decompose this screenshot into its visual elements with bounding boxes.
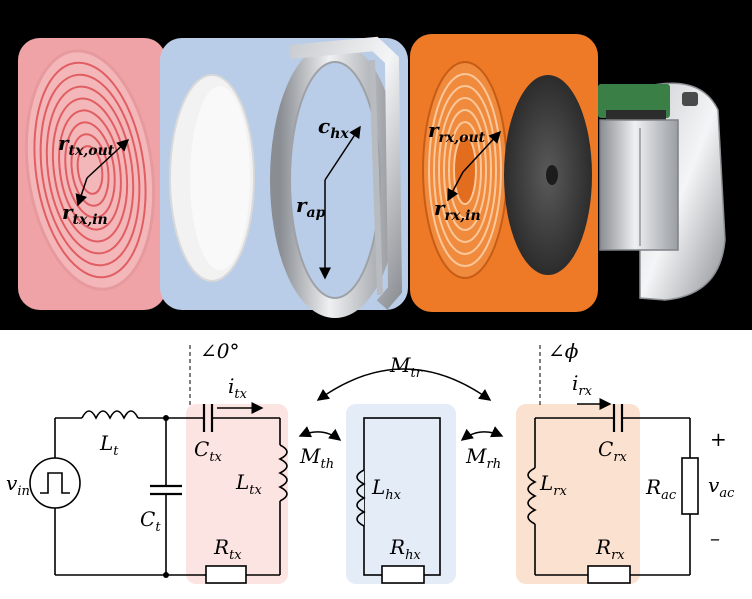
mth-arrow bbox=[298, 426, 342, 441]
r-tx-out-arrow bbox=[86, 138, 130, 179]
r-rx-in-label: rrx,in bbox=[434, 196, 481, 224]
c-hx-label: chx bbox=[318, 114, 349, 142]
hx-panel: chx rap bbox=[160, 36, 408, 318]
irx-label: irx bbox=[572, 371, 593, 399]
device-image bbox=[598, 82, 726, 301]
tx-panel: rtx,out rtx,in bbox=[18, 38, 166, 310]
resistor-rhx bbox=[381, 565, 425, 584]
inductor-lrx bbox=[527, 467, 537, 525]
vac-minus: – bbox=[710, 526, 720, 550]
r-tx-in-label: rtx,in bbox=[62, 200, 108, 228]
lt-label: Lt bbox=[99, 431, 119, 459]
itx-label: itx bbox=[228, 374, 248, 402]
mth-label: Mth bbox=[299, 444, 334, 472]
mtr-arrow bbox=[316, 368, 492, 401]
rrx-label: Rrx bbox=[595, 535, 625, 563]
tx-coil-image bbox=[24, 49, 156, 291]
lhx-label: Lhx bbox=[371, 475, 402, 503]
angle-zero-label: ∠0° bbox=[200, 339, 239, 363]
rx-panel: rrx,out rrx,in bbox=[410, 34, 598, 312]
voltage-source bbox=[29, 457, 81, 509]
rtx-label: Rtx bbox=[213, 535, 242, 563]
ctx-label: Ctx bbox=[194, 437, 223, 465]
vin-label: vin bbox=[6, 471, 30, 499]
r-tx-out-label: rtx,out bbox=[58, 131, 115, 159]
crx-label: Crx bbox=[598, 437, 628, 465]
lrx-label: Lrx bbox=[539, 471, 567, 499]
r-rx-out-arrow bbox=[462, 130, 502, 173]
rx-region bbox=[516, 404, 640, 584]
mrh-arrow bbox=[460, 426, 504, 441]
rac-label: Rac bbox=[645, 475, 677, 503]
mrh-label: Mrh bbox=[465, 444, 501, 472]
resistor-rtx bbox=[205, 565, 247, 584]
hx-region bbox=[346, 404, 456, 584]
tx-region bbox=[186, 404, 288, 584]
inductor-lt bbox=[81, 410, 139, 420]
ltx-label: Ltx bbox=[235, 470, 263, 498]
r-rx-in-arrow bbox=[447, 171, 464, 202]
vac-plus: + bbox=[710, 427, 727, 451]
source-loop bbox=[29, 410, 204, 578]
resistor-rrx bbox=[587, 565, 631, 584]
r-ap-label: rap bbox=[296, 193, 326, 221]
square-wave-icon bbox=[40, 472, 70, 494]
mtr-label: Mtr bbox=[389, 353, 423, 381]
hx-ring-image bbox=[270, 36, 403, 318]
r-rx-out-label: rrx,out bbox=[428, 118, 486, 146]
resistor-rac bbox=[681, 457, 699, 515]
hx-loop bbox=[356, 417, 441, 584]
inductor-ltx bbox=[278, 444, 288, 502]
angle-phi-label: ∠ϕ bbox=[548, 339, 579, 363]
r-tx-in-arrow bbox=[75, 177, 88, 207]
battery-image bbox=[599, 119, 679, 251]
ct-label: Ct bbox=[140, 507, 161, 535]
inductor-lhx bbox=[356, 469, 366, 527]
pcb-image bbox=[598, 84, 670, 118]
rx-loop bbox=[527, 404, 699, 584]
c-hx-arrow bbox=[324, 125, 361, 181]
tx-loop bbox=[202, 404, 288, 584]
rhx-label: Rhx bbox=[389, 535, 421, 563]
vac-label: vac bbox=[708, 473, 735, 501]
